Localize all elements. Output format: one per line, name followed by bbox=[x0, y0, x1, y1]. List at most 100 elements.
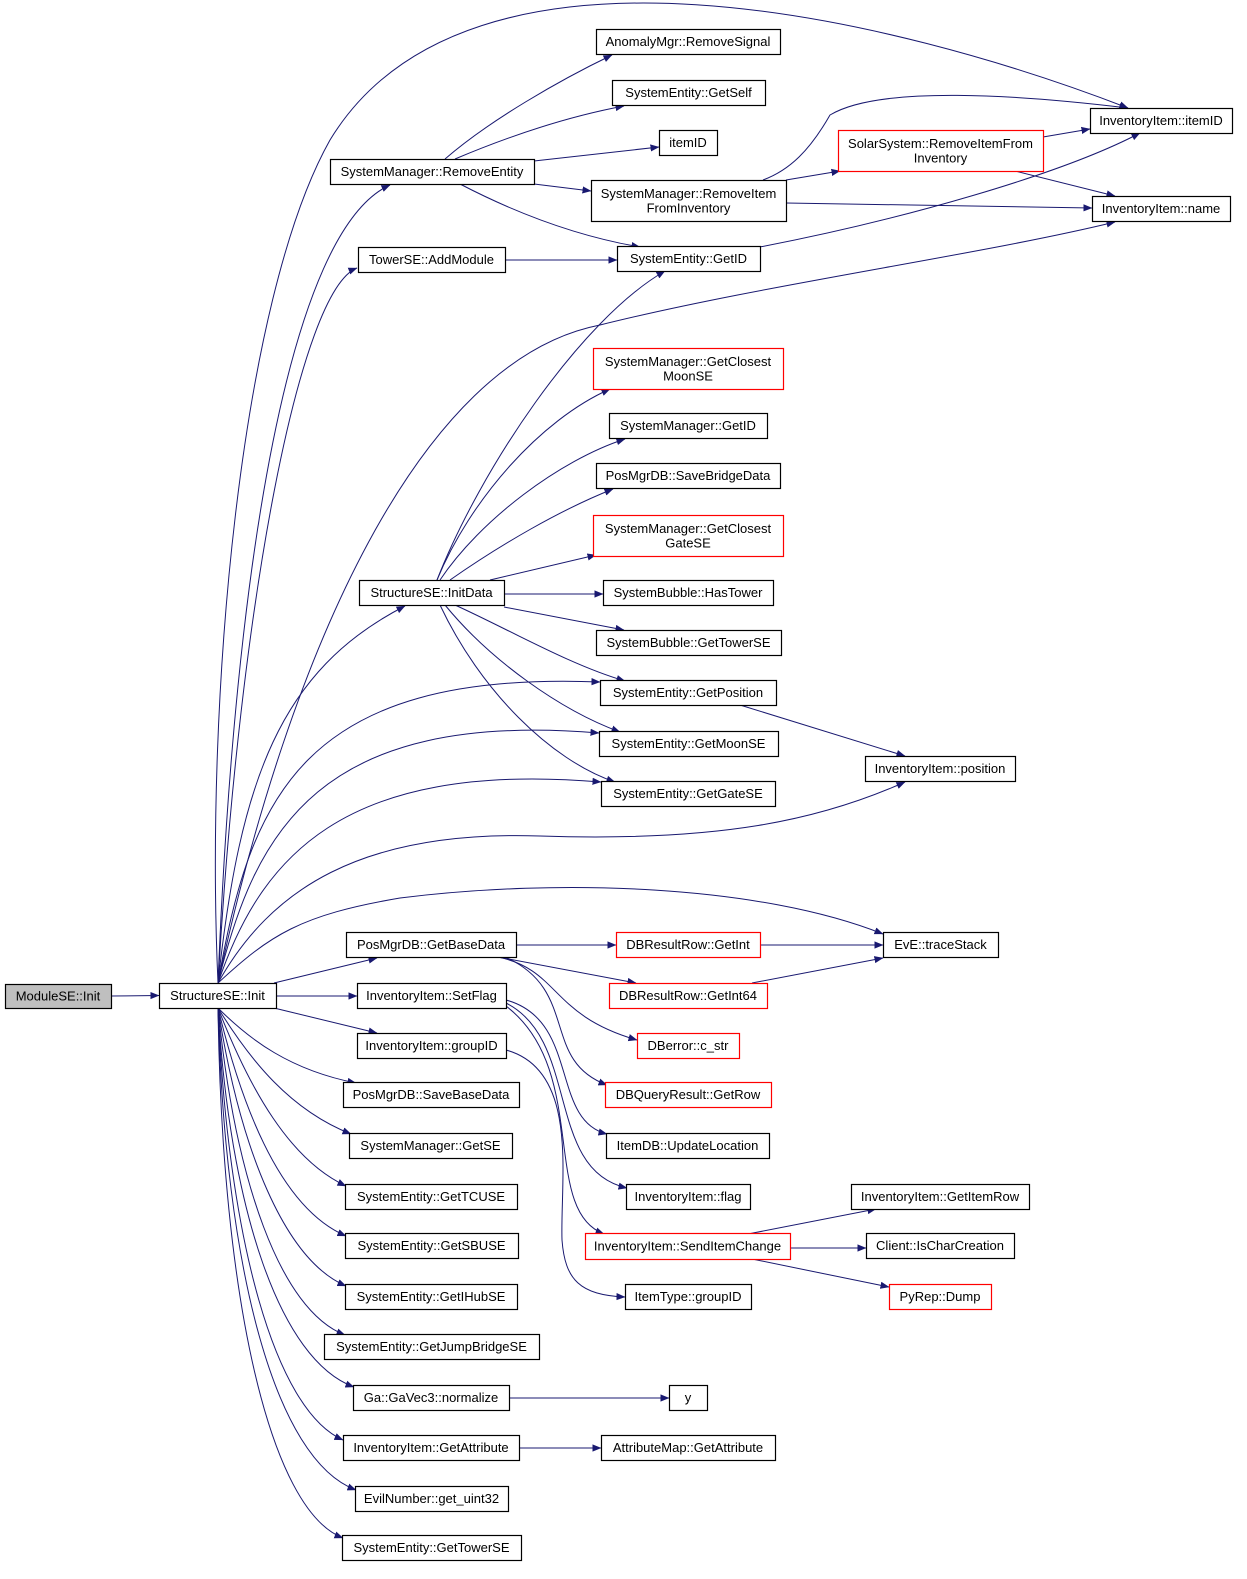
call-edge-inventoryitem_setflag-to-itemdb_updatelocation bbox=[505, 999, 608, 1136]
node-inventoryitem-getitemrow[interactable]: InventoryItem::GetItemRow bbox=[850, 1183, 1031, 1211]
node-eve-tracestack[interactable]: EvE::traceStack bbox=[882, 931, 1000, 959]
node-systementity-getmoonse[interactable]: SystemEntity::GetMoonSE bbox=[598, 730, 780, 758]
node-box bbox=[344, 1183, 519, 1211]
node-label: SystemManager::GetID bbox=[620, 418, 756, 433]
node-inventoryitem-flag[interactable]: InventoryItem::flag bbox=[625, 1183, 752, 1211]
node-itemtype-groupid[interactable]: ItemType::groupID bbox=[624, 1283, 753, 1311]
node-ga-gavec3-normalize[interactable]: Ga::GaVec3::normalize bbox=[352, 1384, 511, 1412]
node-systementity-gettowerse[interactable]: SystemEntity::GetTowerSE bbox=[341, 1534, 523, 1562]
node-label: InventoryItem::groupID bbox=[365, 1038, 497, 1053]
node-itemid[interactable]: itemID bbox=[658, 129, 719, 157]
node-box bbox=[882, 931, 1000, 959]
call-edge-structurese_init-to-inventoryitem_position bbox=[217, 781, 906, 984]
node-label: itemID bbox=[669, 135, 707, 150]
call-edges bbox=[110, 2, 1141, 1539]
node-systementity-getsbuse[interactable]: SystemEntity::GetSBUSE bbox=[344, 1232, 520, 1260]
node-posmgrdb-savebasedata[interactable]: PosMgrDB::SaveBaseData bbox=[342, 1081, 521, 1109]
node-attributemap-getattribute[interactable]: AttributeMap::GetAttribute bbox=[600, 1434, 777, 1462]
call-edge-structurese_init-to-inventoryitem_name bbox=[217, 220, 1116, 984]
node-box bbox=[600, 1434, 777, 1462]
node-evilnumber-get-uint32[interactable]: EvilNumber::get_uint32 bbox=[354, 1485, 510, 1513]
node-dbqueryresult-getrow[interactable]: DBQueryResult::GetRow bbox=[604, 1081, 773, 1109]
node-systementity-getid[interactable]: SystemEntity::GetID bbox=[616, 245, 762, 273]
node-box bbox=[329, 158, 536, 186]
call-edge-posmgrdb_getbasedata-to-dbqueryresult_getrow bbox=[504, 956, 608, 1086]
node-inventoryitem-position[interactable]: InventoryItem::position bbox=[864, 755, 1017, 783]
call-edge-structurese_initdata-to-systementity_getid bbox=[436, 270, 666, 581]
node-pyrep-dump[interactable]: PyRep::Dump bbox=[888, 1283, 993, 1311]
node-inventoryitem-getattribute[interactable]: InventoryItem::GetAttribute bbox=[342, 1434, 521, 1462]
node-client-ischarcreation[interactable]: Client::IsCharCreation bbox=[865, 1232, 1016, 1260]
node-label: InventoryItem::name bbox=[1102, 201, 1221, 216]
node-modulese-init[interactable]: ModuleSE::Init bbox=[4, 983, 113, 1010]
node-posmgrdb-savebridgedata[interactable]: PosMgrDB::SaveBridgeData bbox=[595, 462, 782, 490]
node-structurese-initdata[interactable]: StructureSE::InitData bbox=[358, 579, 506, 607]
node-box bbox=[595, 629, 783, 657]
node-box bbox=[658, 129, 719, 157]
node-dbresultrow-getint[interactable]: DBResultRow::GetInt bbox=[615, 931, 762, 959]
node-inventoryitem-itemid[interactable]: InventoryItem::itemID bbox=[1089, 107, 1234, 135]
node-label: DBResultRow::GetInt bbox=[626, 937, 750, 952]
call-edge-structurese_init-to-systementity_getposition bbox=[217, 678, 601, 984]
node-box bbox=[592, 514, 785, 558]
call-edge-structurese_init-to-eve_tracestack bbox=[217, 887, 884, 984]
call-edge-systemmanager_removeentity-to-anomalymgr_removesignal bbox=[444, 54, 613, 160]
node-systemmanager-removeentity[interactable]: SystemManager::RemoveEntity bbox=[329, 158, 536, 186]
node-itemdb-updatelocation[interactable]: ItemDB::UpdateLocation bbox=[605, 1132, 771, 1160]
node-towerse-addmodule[interactable]: TowerSE::AddModule bbox=[357, 246, 507, 274]
node-label: SystemManager::RemoveItem bbox=[601, 186, 777, 201]
node-box bbox=[604, 1081, 773, 1109]
call-edge-systemmanager_removeitemfrominventory-to-solarsystem_removeitemfrominventory bbox=[785, 168, 841, 181]
node-box bbox=[668, 1384, 709, 1412]
node-inventoryitem-groupid[interactable]: InventoryItem::groupID bbox=[356, 1032, 508, 1060]
node-systemmanager-getse[interactable]: SystemManager::GetSE bbox=[348, 1132, 514, 1160]
call-edge-structurese_init-to-inventoryitem_groupid bbox=[273, 1007, 378, 1035]
node-box bbox=[590, 179, 788, 223]
node-label: SystemManager::RemoveEntity bbox=[341, 164, 524, 179]
node-systembubble-hastower[interactable]: SystemBubble::HasTower bbox=[602, 579, 775, 607]
node-systemmanager-getid[interactable]: SystemManager::GetID bbox=[608, 412, 769, 440]
node-box bbox=[356, 982, 508, 1010]
node-dberror-c-str[interactable]: DBerror::c_str bbox=[636, 1032, 741, 1060]
node-y[interactable]: y bbox=[668, 1384, 709, 1412]
node-label: y bbox=[685, 1390, 692, 1405]
node-systementity-getself[interactable]: SystemEntity::GetSelf bbox=[611, 79, 767, 107]
node-box bbox=[864, 755, 1017, 783]
node-posmgrdb-getbasedata[interactable]: PosMgrDB::GetBaseData bbox=[345, 931, 518, 959]
node-systementity-gettcuse[interactable]: SystemEntity::GetTCUSE bbox=[344, 1183, 519, 1211]
node-label: SystemBubble::GetTowerSE bbox=[606, 635, 770, 650]
node-label: ItemDB::UpdateLocation bbox=[617, 1138, 759, 1153]
node-anomalymgr-removesignal[interactable]: AnomalyMgr::RemoveSignal bbox=[595, 28, 782, 56]
node-structurese-init[interactable]: StructureSE::Init bbox=[158, 982, 278, 1010]
node-label: SystemManager::GetClosest bbox=[605, 354, 772, 369]
node-inventoryitem-setflag[interactable]: InventoryItem::SetFlag bbox=[356, 982, 508, 1010]
node-inventoryitem-name[interactable]: InventoryItem::name bbox=[1091, 195, 1232, 223]
node-label: ModuleSE::Init bbox=[16, 989, 101, 1004]
call-edge-structurese_init-to-systemmanager_getse bbox=[217, 1007, 352, 1135]
node-inventoryitem-senditemchange[interactable]: InventoryItem::SendItemChange bbox=[584, 1232, 792, 1261]
node-systementity-getjumpbridgese[interactable]: SystemEntity::GetJumpBridgeSE bbox=[323, 1333, 541, 1361]
call-edge-structurese_init-to-posmgrdb_savebasedata bbox=[217, 1007, 357, 1085]
call-edge-structurese_init-to-systementity_getgatese bbox=[217, 777, 602, 984]
node-label: DBQueryResult::GetRow bbox=[616, 1087, 761, 1102]
node-box bbox=[354, 1485, 510, 1513]
call-edge-structurese_init-to-systemmanager_removeentity bbox=[217, 184, 391, 984]
node-systementity-getposition[interactable]: SystemEntity::GetPosition bbox=[599, 679, 778, 707]
node-label: InventoryItem::SendItemChange bbox=[594, 1239, 781, 1254]
node-systementity-getgatese[interactable]: SystemEntity::GetGateSE bbox=[600, 780, 777, 808]
node-label: PosMgrDB::GetBaseData bbox=[357, 937, 506, 952]
node-box bbox=[608, 412, 769, 440]
call-edge-structurese_init-to-systementity_getmoonse bbox=[217, 728, 600, 984]
call-edge-structurese_init-to-systementity_gettcuse bbox=[217, 1007, 347, 1187]
call-edge-structurese_init-to-evilnumber_get_uint32 bbox=[217, 1007, 357, 1491]
node-box bbox=[625, 1183, 752, 1211]
node-systementity-getihubse[interactable]: SystemEntity::GetIHubSE bbox=[344, 1283, 519, 1311]
node-label: SystemEntity::GetID bbox=[630, 251, 747, 266]
node-systembubble-gettowerse[interactable]: SystemBubble::GetTowerSE bbox=[595, 629, 783, 657]
call-edge-structurese_initdata-to-systemmanager_getclosestgatese bbox=[489, 553, 597, 581]
node-dbresultrow-getint64[interactable]: DBResultRow::GetInt64 bbox=[608, 982, 769, 1010]
